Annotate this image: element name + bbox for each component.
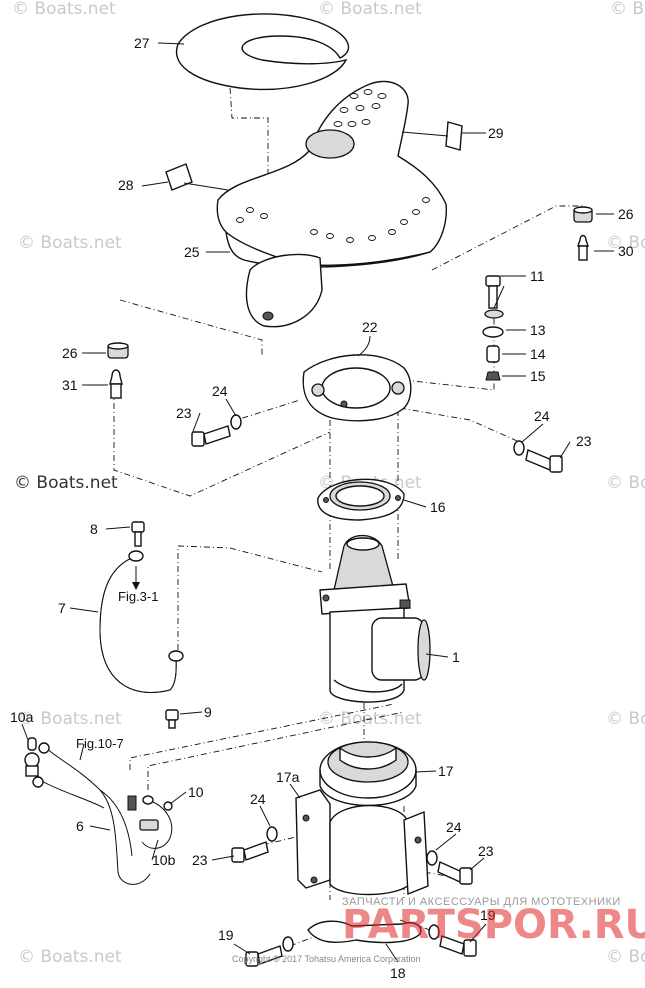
rubber-mount-17 [319, 741, 417, 807]
callout-10: 10 [188, 784, 204, 800]
callout-22: 22 [362, 319, 378, 335]
lower-bracket-17a [295, 789, 429, 896]
bolt-23-lower-right [437, 860, 473, 885]
figure-ref-3-1: Fig.3-1 [118, 589, 158, 604]
watermark-boats: © Boats.net [606, 473, 645, 493]
callout-1: 1 [452, 649, 460, 665]
top-cover-25 [216, 80, 447, 328]
grommet-26-right [573, 206, 593, 223]
callout-30: 30 [618, 243, 634, 259]
copyright-notice: Copyright © 2017 Tohatsu America Corpora… [232, 954, 421, 964]
callout-14: 14 [530, 346, 546, 362]
washer-24-upper-left [230, 414, 242, 430]
starter-motor-1 [319, 534, 431, 703]
watermark-boats: © Boats.net [14, 473, 118, 493]
callout-29: 29 [488, 125, 504, 141]
washer-11 [484, 309, 504, 319]
callout-24: 24 [212, 383, 228, 399]
callout-19: 19 [480, 907, 496, 923]
callout-7: 7 [58, 600, 66, 616]
bolt-19-right [428, 924, 477, 957]
callout-24: 24 [250, 791, 266, 807]
leader-lines [21, 42, 614, 963]
callout-26: 26 [62, 345, 78, 361]
label-plate-29 [445, 121, 463, 151]
callout-24: 24 [446, 819, 462, 835]
bolt-11 [485, 275, 501, 309]
callout-23: 23 [478, 843, 494, 859]
collar-14 [486, 345, 500, 363]
callout-19: 19 [218, 927, 234, 943]
wire-harness-6 [32, 742, 173, 885]
washer-24-lower-left [266, 826, 278, 842]
bolt-19-left [245, 936, 294, 967]
washer-13 [482, 326, 504, 338]
callout-11: 11 [530, 268, 545, 284]
watermark-boats: © Boats.net [606, 233, 645, 253]
bolt-8 [131, 521, 145, 547]
watermark-boats: © Boats.net [12, 0, 116, 19]
callout-9: 9 [204, 704, 212, 720]
callout-10a: 10a [10, 709, 34, 725]
bolt-23-lower-left [231, 841, 269, 863]
watermark-boats: © Boats.net [606, 709, 645, 729]
watermark-boats: © Boats.net [18, 709, 122, 729]
cover-gasket-27 [175, 13, 350, 91]
stud-30 [577, 234, 589, 261]
callout-13: 13 [530, 322, 546, 338]
callout-8: 8 [90, 521, 98, 537]
watermark-boats: © Boats.net [606, 947, 645, 967]
gasket-16 [317, 478, 405, 521]
callout-15: 15 [530, 368, 546, 384]
bracket-22 [302, 354, 412, 422]
shop-watermark-logo: PARTSPOR.RU [342, 902, 645, 948]
callout-26: 26 [618, 206, 634, 222]
callout-23: 23 [192, 852, 208, 868]
callout-23: 23 [576, 433, 592, 449]
grommet-26-left [107, 342, 129, 359]
watermark-boats: © Boats.net [318, 0, 422, 19]
terminal-10 [139, 801, 173, 831]
bolt-9 [165, 709, 179, 729]
washer-24-upper-right [513, 440, 525, 456]
callout-18: 18 [390, 965, 406, 981]
callout-16: 16 [430, 499, 446, 515]
callout-labels: 27 28 29 25 26 30 11 13 14 15 22 26 31 2… [10, 35, 634, 981]
shop-watermark-text: ЗАПЧАСТИ И АКСЕССУАРЫ ДЛЯ МОТОТЕХНИКИ [342, 896, 621, 908]
watermark-boats: © Boats.net [18, 233, 122, 253]
callout-24: 24 [534, 408, 550, 424]
callout-27: 27 [134, 35, 150, 51]
label-plate-28 [165, 163, 193, 191]
figure-ref-10-7: Fig.10-7 [76, 736, 124, 751]
washer-24-lower-right [426, 850, 438, 866]
callout-31: 31 [62, 377, 78, 393]
stud-31 [109, 369, 123, 399]
watermark-boats: © Boats.net [18, 947, 122, 967]
nut-15 [485, 371, 501, 381]
watermark-boats: © Boats.net [610, 0, 645, 19]
callout-28: 28 [118, 177, 134, 193]
bolt-23-upper-left [191, 425, 231, 447]
callout-10b: 10b [152, 852, 176, 868]
callout-23: 23 [176, 405, 192, 421]
bulb-10a [24, 737, 40, 777]
strap-18 [307, 920, 422, 944]
bolt-23-upper-right [525, 449, 563, 473]
callout-25: 25 [184, 244, 200, 260]
callout-17a: 17a [276, 769, 300, 785]
callout-6: 6 [76, 818, 84, 834]
callout-17: 17 [438, 763, 454, 779]
